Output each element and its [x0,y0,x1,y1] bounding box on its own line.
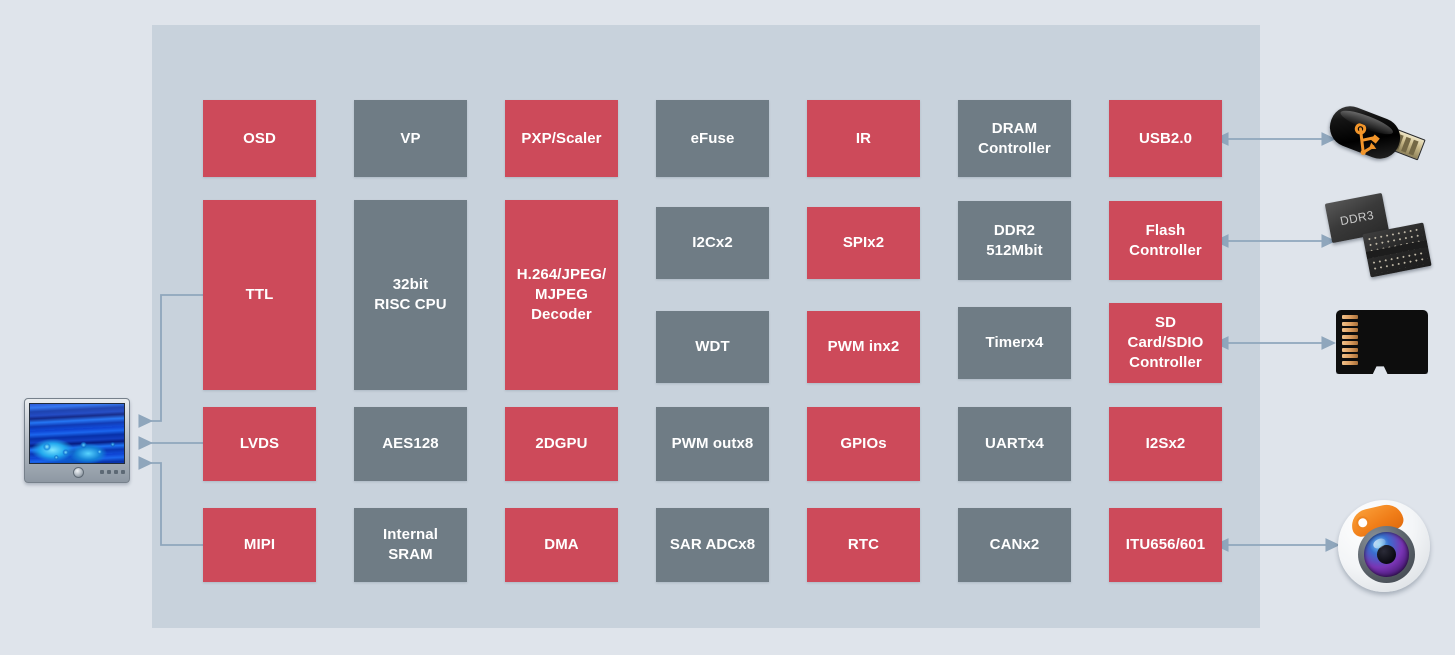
monitor-wallpaper [30,404,124,463]
block-canx2[interactable]: CANx2 [958,508,1071,582]
monitor-power-button [73,467,84,478]
block-label: SPIx2 [842,234,885,252]
block-label: Timerx4 [985,334,1044,352]
display-monitor-icon [24,398,130,483]
block-pwm-inx2[interactable]: PWM inx2 [807,311,920,383]
block-label: I2Cx2 [692,234,733,252]
block-label: DDR2 512Mbit [986,221,1043,259]
monitor-screen [29,403,125,464]
block-label: UARTx4 [985,435,1044,453]
block-label: H.264/JPEG/ MJPEG Decoder [516,266,607,323]
camera-lens [1364,532,1409,577]
ddr3-text: DDR3 [1338,207,1376,229]
block-label: GPIOs [840,435,887,453]
block-label: IR [855,129,872,147]
monitor-glare [30,404,124,429]
usb-trident-icon [1354,123,1380,156]
block-aes128[interactable]: AES128 [354,407,467,481]
block-lvds[interactable]: LVDS [203,407,316,481]
block-label: TTL [245,286,274,304]
block-usb20[interactable]: USB2.0 [1109,100,1222,177]
block-pwm-outx8[interactable]: PWM outx8 [656,407,769,481]
block-ttl[interactable]: TTL [203,200,316,390]
block-label: RTC [847,536,880,554]
block-osd[interactable]: OSD [203,100,316,177]
sd-card-contacts [1342,315,1358,365]
block-label: MIPI [243,536,276,554]
block-mipi[interactable]: MIPI [203,508,316,582]
block-label: 2DGPU [535,435,588,453]
block-label: SAR ADCx8 [669,536,756,554]
block-label: PWM outx8 [671,435,754,453]
block-efuse[interactable]: eFuse [656,100,769,177]
camera-icon [1338,500,1430,592]
block-label: DRAM Controller [978,119,1051,157]
block-spix2[interactable]: SPIx2 [807,207,920,279]
block-label: 32bit RISC CPU [374,276,447,313]
block-label: PWM inx2 [827,338,900,356]
block-risc-cpu[interactable]: 32bit RISC CPU [354,200,467,390]
block-rtc[interactable]: RTC [807,508,920,582]
block-label: LVDS [239,435,280,453]
block-uartx4[interactable]: UARTx4 [958,407,1071,481]
block-label: Flash Controller [1129,221,1202,259]
block-label: USB2.0 [1138,129,1193,147]
block-sar-adcx8[interactable]: SAR ADCx8 [656,508,769,582]
camera-lens-ring [1358,526,1415,583]
block-label: AES128 [382,435,439,453]
block-codec[interactable]: H.264/JPEG/ MJPEG Decoder [505,200,618,390]
block-label: I2Sx2 [1145,435,1186,453]
block-label: VP [400,129,421,147]
microsd-card-icon [1336,310,1432,378]
block-label: PXP/Scaler [521,129,602,147]
block-label: CANx2 [989,536,1040,554]
block-gpios[interactable]: GPIOs [807,407,920,481]
block-dram-controller[interactable]: DRAM Controller [958,100,1071,177]
block-2dgpu[interactable]: 2DGPU [505,407,618,481]
camera-aperture [1377,545,1396,564]
block-pxp-scaler[interactable]: PXP/Scaler [505,100,618,177]
block-dma[interactable]: DMA [505,508,618,582]
block-i2cx2[interactable]: I2Cx2 [656,207,769,279]
block-label: ITU656/601 [1125,536,1206,554]
usb-flash-drive-icon [1324,100,1435,176]
block-label: Internal SRAM [383,526,438,563]
block-wdt[interactable]: WDT [656,311,769,383]
block-label: SD Card/SDIO Controller [1127,314,1204,371]
block-i2sx2[interactable]: I2Sx2 [1109,407,1222,481]
block-label: OSD [243,129,276,147]
block-flash-controller[interactable]: Flash Controller [1109,201,1222,280]
block-ir[interactable]: IR [807,100,920,177]
block-sd-controller[interactable]: SD Card/SDIO Controller [1109,303,1222,383]
memory-chip-icon: DDR3 [1322,192,1438,288]
block-label: eFuse [690,129,735,147]
block-ddr2[interactable]: DDR2 512Mbit [958,201,1071,280]
block-internal-sram[interactable]: Internal SRAM [354,508,467,582]
block-vp[interactable]: VP [354,100,467,177]
block-itu656-601[interactable]: ITU656/601 [1109,508,1222,582]
block-label: WDT [695,338,730,356]
block-label: DMA [544,536,579,554]
monitor-indicator-lights [100,470,125,474]
block-timerx4[interactable]: Timerx4 [958,307,1071,379]
